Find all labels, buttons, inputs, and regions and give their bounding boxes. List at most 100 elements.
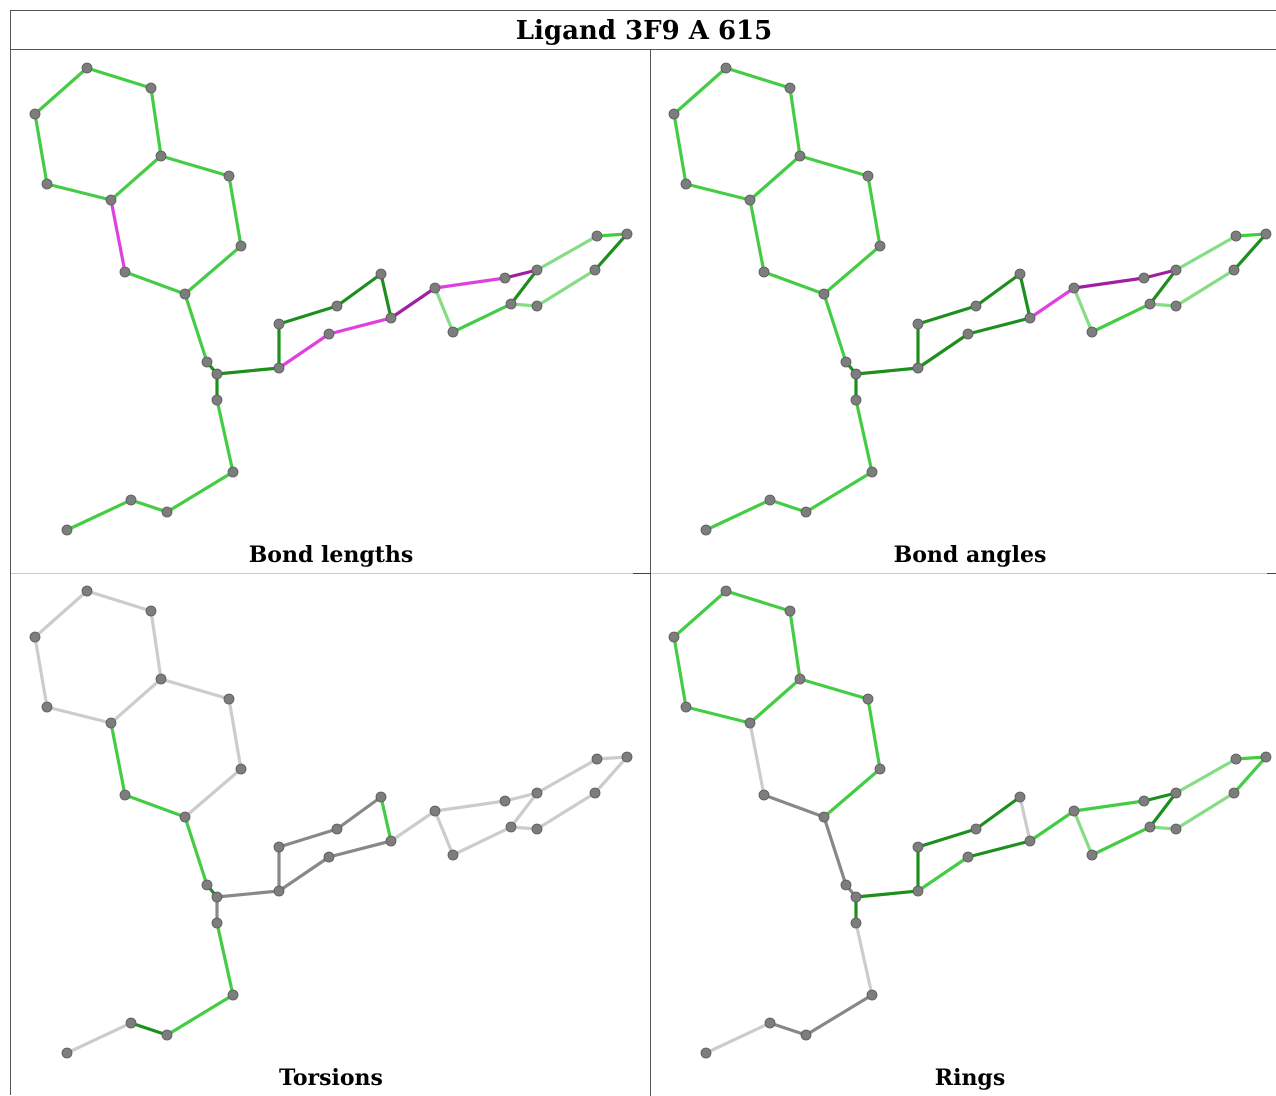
atom bbox=[41, 178, 53, 190]
atom bbox=[375, 268, 387, 280]
bond bbox=[1018, 795, 1032, 843]
bond bbox=[33, 635, 49, 709]
atom bbox=[1068, 805, 1080, 817]
atom bbox=[499, 272, 511, 284]
atom bbox=[29, 108, 41, 120]
atom bbox=[41, 701, 53, 713]
atom bbox=[680, 178, 692, 190]
atom bbox=[866, 466, 878, 478]
atom bbox=[1068, 282, 1080, 294]
atom bbox=[161, 506, 173, 518]
atom bbox=[912, 841, 924, 853]
bond bbox=[1232, 755, 1268, 795]
atom bbox=[912, 362, 924, 374]
bond bbox=[451, 825, 513, 857]
bond bbox=[509, 268, 539, 306]
atom bbox=[61, 524, 73, 536]
bond bbox=[85, 66, 153, 90]
atom bbox=[962, 851, 974, 863]
atom bbox=[1014, 791, 1026, 803]
bond bbox=[335, 795, 383, 831]
bond bbox=[1174, 268, 1236, 308]
atom bbox=[223, 170, 235, 182]
atom bbox=[29, 631, 41, 643]
bond bbox=[724, 589, 792, 613]
grid-divider-horizontal-right bbox=[651, 573, 1271, 574]
bond bbox=[33, 66, 89, 116]
atom bbox=[375, 791, 387, 803]
bond bbox=[33, 112, 49, 186]
bond bbox=[227, 174, 243, 248]
bond bbox=[1142, 268, 1178, 280]
bond bbox=[804, 470, 874, 514]
bond bbox=[822, 244, 882, 296]
bond bbox=[451, 302, 513, 334]
bond bbox=[768, 1021, 808, 1037]
atom bbox=[235, 763, 247, 775]
atom bbox=[61, 1047, 73, 1059]
atom bbox=[1260, 751, 1272, 763]
atom bbox=[668, 108, 680, 120]
atom bbox=[680, 701, 692, 713]
bond bbox=[1148, 268, 1178, 306]
bond bbox=[65, 498, 133, 532]
atom bbox=[668, 631, 680, 643]
bond bbox=[822, 815, 848, 887]
atom bbox=[862, 170, 874, 182]
atom bbox=[840, 356, 852, 368]
atom bbox=[1170, 823, 1182, 835]
bond bbox=[788, 86, 802, 158]
bond bbox=[109, 154, 163, 202]
bond bbox=[109, 721, 127, 797]
bond bbox=[123, 270, 187, 296]
bond bbox=[704, 498, 772, 532]
bond bbox=[277, 855, 331, 893]
bond bbox=[227, 697, 243, 771]
bond bbox=[327, 316, 393, 336]
bond bbox=[804, 993, 874, 1037]
bond bbox=[854, 921, 874, 997]
atom bbox=[385, 835, 397, 847]
bond bbox=[866, 174, 882, 248]
bond bbox=[215, 889, 281, 899]
title-row: Ligand 3F9 A 615 bbox=[11, 11, 1276, 50]
bond bbox=[389, 286, 437, 320]
bond bbox=[503, 791, 539, 803]
atom bbox=[161, 1029, 173, 1041]
atom bbox=[758, 789, 770, 801]
atom bbox=[273, 841, 285, 853]
bond bbox=[684, 705, 752, 725]
atom bbox=[866, 989, 878, 1001]
atom bbox=[850, 917, 862, 929]
bond bbox=[215, 398, 235, 474]
atom bbox=[323, 851, 335, 863]
bond bbox=[788, 609, 802, 681]
atom bbox=[800, 506, 812, 518]
atom bbox=[850, 394, 862, 406]
atom bbox=[1260, 228, 1272, 240]
atom bbox=[784, 82, 796, 94]
bond bbox=[704, 1021, 772, 1055]
bond bbox=[974, 272, 1022, 308]
atom bbox=[499, 795, 511, 807]
grid-divider-tick bbox=[1267, 573, 1276, 574]
bond bbox=[503, 268, 539, 280]
atom bbox=[744, 717, 756, 729]
atom bbox=[227, 466, 239, 478]
atom bbox=[1170, 264, 1182, 276]
bond bbox=[183, 815, 209, 887]
bond bbox=[593, 755, 629, 795]
atom bbox=[125, 1017, 137, 1029]
bond bbox=[85, 589, 153, 613]
bond bbox=[1072, 809, 1094, 857]
caption-torsions: Torsions bbox=[279, 1065, 383, 1091]
atom bbox=[1228, 787, 1240, 799]
bond bbox=[109, 198, 127, 274]
atom bbox=[505, 298, 517, 310]
atom bbox=[179, 288, 191, 300]
atom bbox=[201, 879, 213, 891]
atom bbox=[201, 356, 213, 368]
atom bbox=[125, 494, 137, 506]
bond bbox=[916, 855, 970, 893]
atom bbox=[323, 328, 335, 340]
